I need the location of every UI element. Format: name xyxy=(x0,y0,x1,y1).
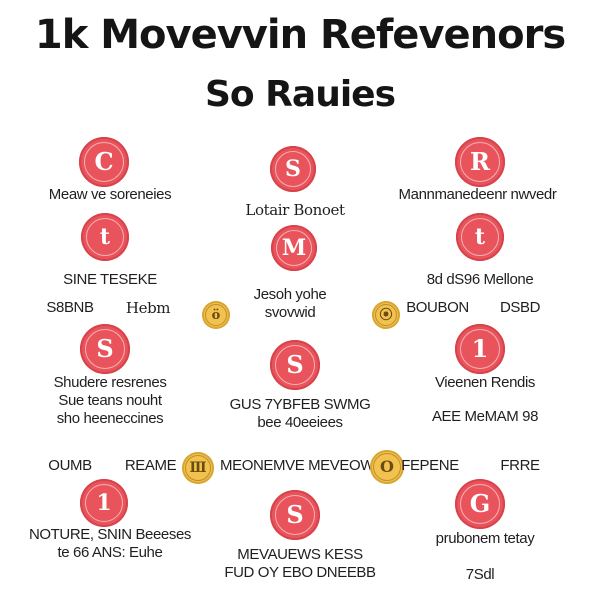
entry-label: MEVAUEWS KESS xyxy=(237,546,363,563)
gold-badge-icon: Ⅲ xyxy=(182,452,214,484)
entry-label: FUD OY EBO DNEEBB xyxy=(224,564,376,581)
red-badge-icon: t xyxy=(456,213,504,261)
entry-label: bee 40eeiees xyxy=(257,414,343,431)
entry-label: Meaw ve soreneies xyxy=(48,186,172,203)
entry-label: sho heeneccines xyxy=(56,410,164,427)
entry-label: GUS 7YBFEB SWMG xyxy=(229,396,371,413)
entry-label: Mannmanedeenr nwvedr xyxy=(398,186,557,203)
entry-label: NOTURE, SNIN Beeeses xyxy=(28,526,192,543)
entry-label: AEE MeMAM 98 xyxy=(431,408,539,425)
red-badge-icon: M xyxy=(271,225,317,271)
entry-label: te 66 ANS: Euhe xyxy=(57,544,163,561)
entry-label: 8d dS96 Mellone xyxy=(426,271,534,288)
entry-label: Lotair Bonoet xyxy=(245,201,345,219)
entry-label: OUMB xyxy=(48,457,92,474)
entry-label: prubonem tetay xyxy=(435,530,535,547)
red-badge-icon: S xyxy=(270,490,320,540)
gold-badge-icon: ö xyxy=(202,301,230,329)
red-badge-icon: C xyxy=(79,137,129,187)
entry-label: DSBD xyxy=(499,299,541,316)
entry-label: SINE TESEKE xyxy=(63,271,157,288)
entry-label: Vieenen Rendis xyxy=(434,374,536,391)
entry-label: BOUBON xyxy=(406,299,469,316)
entry-label: FRRE xyxy=(500,457,540,474)
red-badge-icon: G xyxy=(455,479,505,529)
entry-label: REAME xyxy=(124,457,177,474)
title-line-2: So Rauies xyxy=(204,74,396,115)
red-badge-icon: S xyxy=(270,146,316,192)
gold-badge-icon: ⦿ xyxy=(372,301,400,329)
entry-label: Jesoh yohe xyxy=(253,286,327,303)
entry-label: S8BNB xyxy=(46,299,94,316)
red-badge-icon: 1 xyxy=(455,324,505,374)
entry-label: Hebm xyxy=(125,299,171,317)
gold-badge-icon: O xyxy=(370,450,404,484)
red-badge-icon: S xyxy=(270,340,320,390)
entry-label: svovwid xyxy=(264,304,316,321)
title-line-1: 1k Movevvin Refevenors xyxy=(34,12,566,58)
entry-label: Sue teans nouht xyxy=(58,392,162,409)
entry-label: Shudere resrenes xyxy=(53,374,167,391)
entry-label: MEONEMVE MEVEOWE xyxy=(220,457,384,474)
red-badge-icon: S xyxy=(80,324,130,374)
red-badge-icon: R xyxy=(455,137,505,187)
red-badge-icon: t xyxy=(81,213,129,261)
entry-label: 7Sdl xyxy=(465,566,495,583)
entry-label: FEPENE xyxy=(401,457,459,474)
red-badge-icon: 1 xyxy=(80,479,128,527)
